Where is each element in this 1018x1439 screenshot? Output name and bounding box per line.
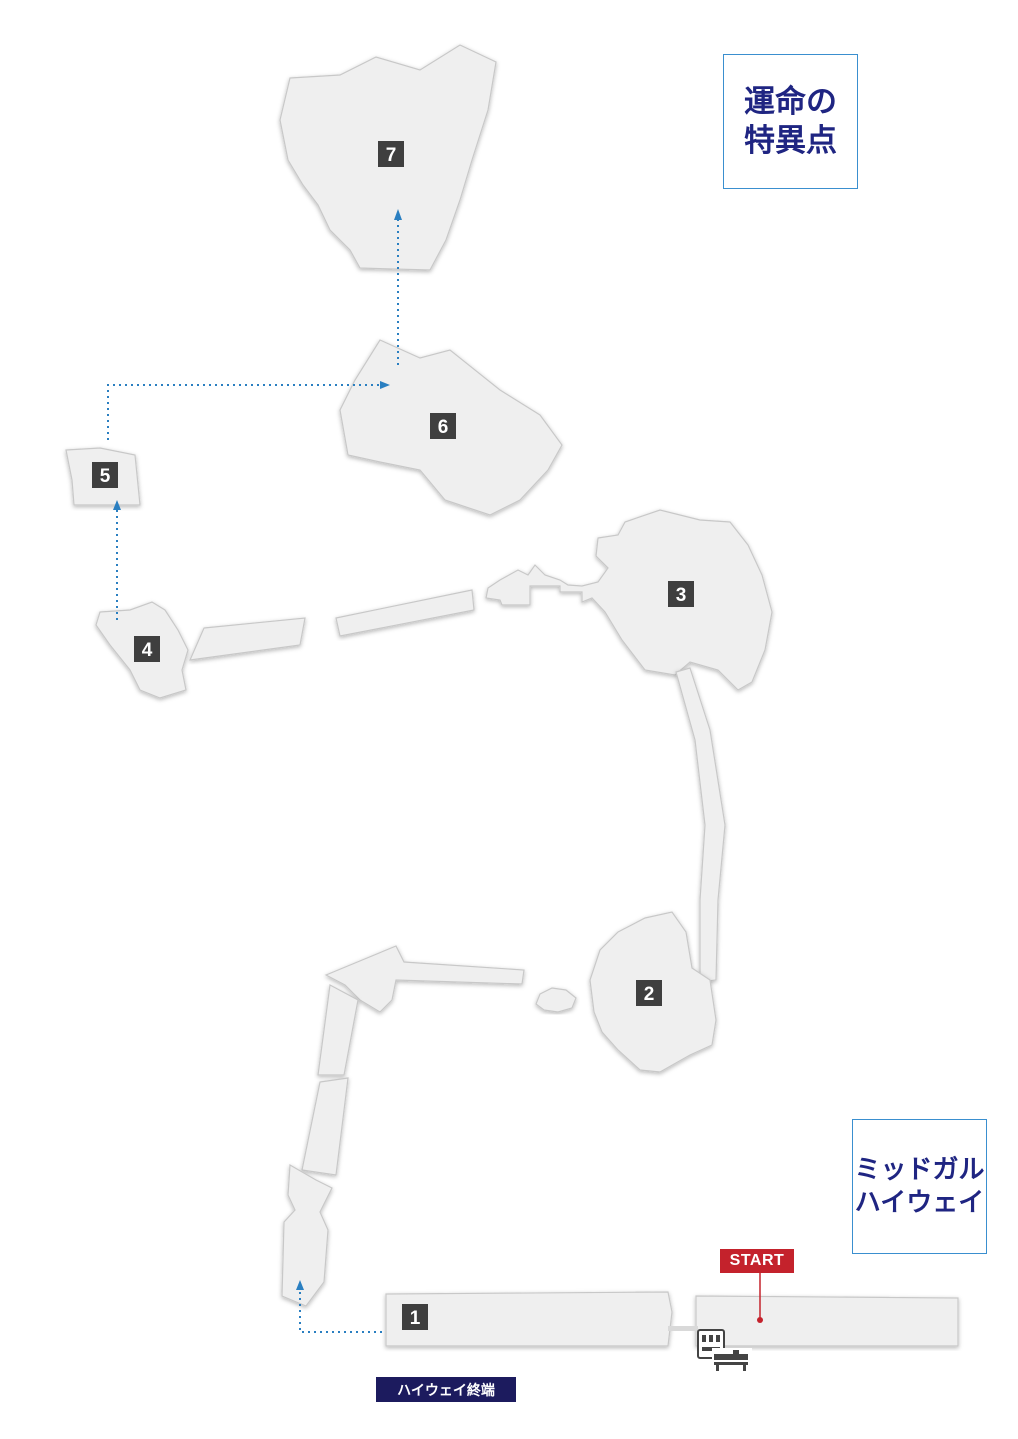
corridor-3-2 (675, 667, 726, 983)
area-number-5: 5 (92, 462, 118, 488)
svg-text:7: 7 (386, 145, 397, 166)
svg-text:4: 4 (142, 640, 153, 661)
area-number-3: 3 (668, 581, 694, 607)
corridor-4-3-a (189, 617, 306, 661)
location-title-box-bottom: ミッドガル ハイウェイ (852, 1119, 987, 1254)
area-number-6: 6 (430, 413, 456, 439)
route-arrow-1 (296, 1280, 304, 1290)
path-left-segment-b (301, 1077, 349, 1176)
highway-gap-bridge (668, 1326, 698, 1331)
area-number-7: 7 (378, 141, 404, 167)
location-title-box-top: 運命の 特異点 (723, 54, 858, 189)
area-2-side-room (535, 987, 577, 1013)
area-number-2: 2 (636, 980, 662, 1006)
title-top-line-2: 特異点 (744, 122, 837, 159)
route-arrow-6-7 (394, 209, 402, 220)
corridor-upper-left (324, 945, 525, 1013)
highway-end-label: ハイウェイ終端 (376, 1377, 516, 1402)
area-1-highway-east (695, 1295, 959, 1347)
route-5-to-6 (107, 384, 380, 440)
route-arrow-5-6 (380, 381, 390, 389)
svg-text:5: 5 (100, 466, 111, 487)
route-1-to-path (299, 1290, 382, 1333)
area-number-4: 4 (134, 636, 160, 662)
path-left-segment-a (317, 984, 359, 1076)
area-1-highway-west (385, 1291, 673, 1347)
start-marker-dot (757, 1317, 763, 1323)
route-arrow-4-5 (113, 500, 121, 510)
svg-text:6: 6 (438, 417, 449, 438)
title-top-line-1: 運命の (744, 83, 837, 120)
bench-icon (712, 1348, 752, 1372)
title-bottom-line-1: ミッドガル (854, 1155, 985, 1185)
start-label: START (720, 1249, 794, 1273)
corridor-4-3-b (335, 589, 475, 637)
area-number-1: 1 (402, 1304, 428, 1330)
svg-text:2: 2 (644, 984, 655, 1005)
area-3 (485, 509, 773, 691)
title-bottom-line-2: ハイウェイ (854, 1187, 985, 1218)
path-left-segment-c (281, 1163, 333, 1307)
svg-text:3: 3 (676, 585, 687, 606)
svg-text:1: 1 (410, 1308, 421, 1329)
